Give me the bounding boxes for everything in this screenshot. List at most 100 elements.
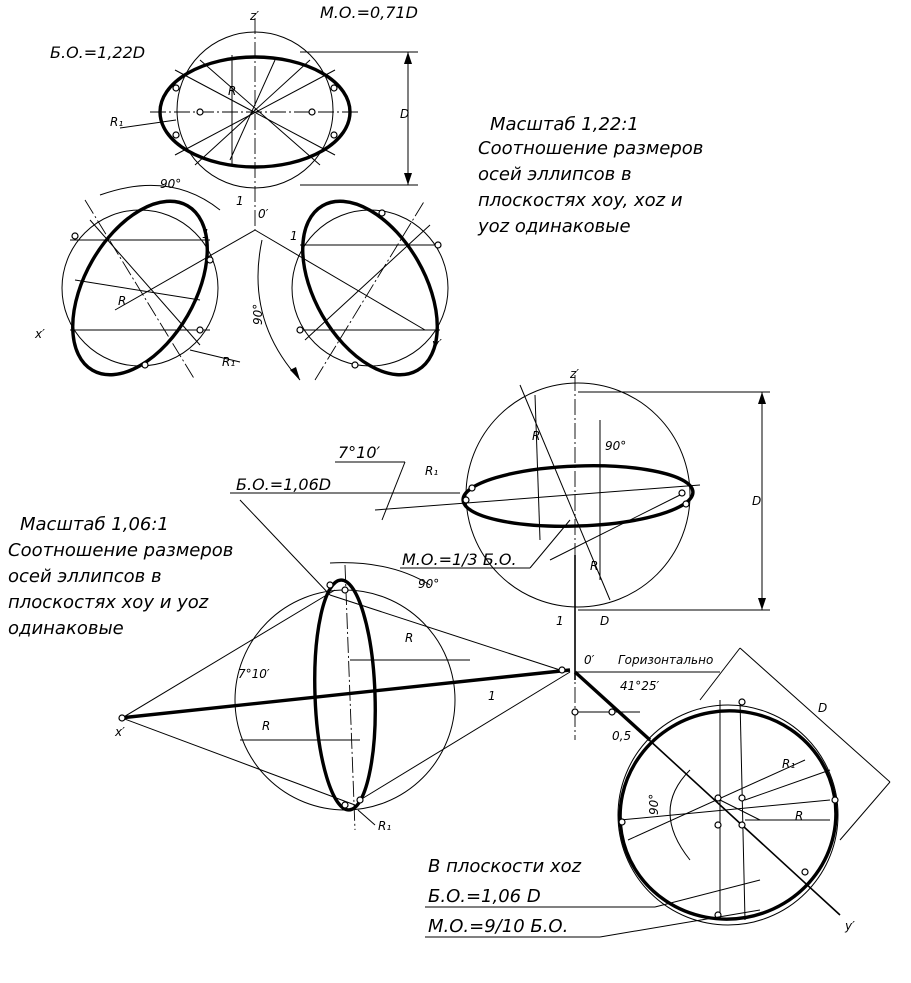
bottom-construction-line [329,594,561,671]
bottom-point [678,489,686,497]
bottom-dimetric-figure [118,375,891,938]
bottom-x-axis-label: x′ [114,725,125,739]
top-R1-leader [119,119,177,129]
bottom-xoz-note-leader-2 [599,909,761,938]
bottom-sphere-circle-yoz [617,704,839,926]
bottom-point [571,708,579,716]
top-scale-note: Масштаб 1,22:1 Соотношение размеров осей… [477,114,703,237]
bottom-point [738,821,746,829]
bottom-scale-note-line2: Соотношение размеров [8,540,233,561]
top-scale-note-line2: Соотношение размеров [478,138,703,159]
top-D-label: D [400,107,409,121]
bottom-angle-90-label-2: 90° [605,439,626,453]
bottom-dim-D-line-2 [739,647,891,783]
bottom-unit-label: 1 [488,689,496,703]
top-point [196,108,204,116]
top-yoz-axis [314,199,426,381]
bottom-ellipse-xoy [461,464,695,528]
bottom-z-axis-label: z′ [569,367,579,381]
top-origin-label: 0′ [258,207,269,221]
bottom-point [468,484,476,492]
top-angle-label: 90° [160,177,181,191]
bottom-point [831,796,839,804]
bottom-y-unit-segment [573,670,652,742]
bottom-R1-label-3: R₁ [782,757,795,771]
bottom-angle-7-10-label-2: 7°10′ [238,667,270,681]
top-point [434,241,442,249]
top-mo-label: М.О.=0,71D [320,3,418,22]
bottom-point [326,581,334,589]
top-unit-label-2: 1 [202,227,210,241]
top-scale-note-line4: плоскостях xoy, xoz и [478,190,683,211]
top-point [172,131,180,139]
bottom-sphere-circle-xoy [465,382,691,608]
bottom-scale-note-line4: плоскостях xoy и yoz [8,592,209,613]
top-unit-label: 1 [236,194,244,208]
bottom-scale-note-line3: осей эллипсов в [8,566,162,587]
bottom-point [462,496,470,504]
top-scale-note-line1: Масштаб 1,22:1 [490,114,639,135]
bottom-xoz-note-line3: М.О.=9/10 Б.О. [428,916,568,937]
bottom-angle-41-25-label: 41°25′ [620,679,660,693]
bottom-scale-note-line5: одинаковые [8,618,124,639]
top-point [378,209,386,217]
bottom-point [608,708,616,716]
bottom-x-axis-line [119,668,571,720]
bottom-point [738,794,746,802]
bottom-point [356,796,364,804]
top-point [330,131,338,139]
bottom-construction-line [549,494,681,561]
bottom-R-label-4: R [262,719,270,733]
top-ellipse-xoz [71,199,209,377]
top-sphere-circle-yoz [291,209,449,367]
top-radius-R-line [74,279,201,301]
bottom-R-label-2: R [590,559,598,573]
bottom-construction-line [739,699,746,921]
bottom-horizontal-label: Горизонтально [618,653,713,667]
bottom-mo-leader-2 [529,519,571,569]
bottom-bo-label: Б.О.=1,06D [236,475,331,494]
bottom-point [738,698,746,706]
bottom-R-label: R [532,429,540,443]
bottom-scale-note: Масштаб 1,06:1 Соотношение размеров осей… [8,514,233,639]
top-angle-arc [99,184,221,211]
top-x-axis-label: x′ [34,327,45,341]
top-dim-arrow [404,52,412,64]
top-radius-R-line [229,59,276,161]
bottom-xoz-note: В плоскости xoz Б.О.=1,06 D М.О.=9/10 Б.… [428,856,582,937]
top-unit-label-3: 1 [290,229,298,243]
bottom-xoz-note-line2: Б.О.=1,06 D [428,886,541,907]
bottom-point [118,714,126,722]
top-point [172,84,180,92]
top-angle-side-label: 90° [251,304,265,325]
bottom-y-axis-label: y′ [844,919,855,933]
top-isometric-figure [61,18,449,381]
bottom-R-label-5: R [795,809,803,823]
bottom-xoy-major-axis [374,484,701,511]
bottom-point [801,868,809,876]
bottom-angle-arc-2 [669,769,691,861]
bottom-bo-leader-2 [239,499,331,596]
top-point [296,326,304,334]
bottom-R1-label-2: R₁ [378,819,391,833]
top-point [206,256,214,264]
top-y-axis-label: y′ [431,337,442,351]
bottom-radius-R-line [534,394,541,541]
bottom-angle-arc [329,562,431,586]
bottom-mo-label: М.О.=1/3 Б.О. [402,550,517,569]
bottom-construction-line [121,589,336,719]
bottom-angle-leader [381,461,406,521]
top-point [330,84,338,92]
top-sphere-circle-xoy [176,31,334,189]
bottom-point [618,818,626,826]
bottom-D-label-3: D [818,701,827,715]
top-construction-line [89,219,201,346]
bottom-origin-label: 0′ [584,653,595,667]
top-point [71,232,79,240]
bottom-angle-7-10-label: 7°10′ [338,443,381,462]
bottom-radius-R1-line [744,769,831,801]
top-scale-note-line5: yoz одинаковые [477,216,631,237]
bottom-point [341,586,349,594]
bottom-construction-line [519,384,611,601]
